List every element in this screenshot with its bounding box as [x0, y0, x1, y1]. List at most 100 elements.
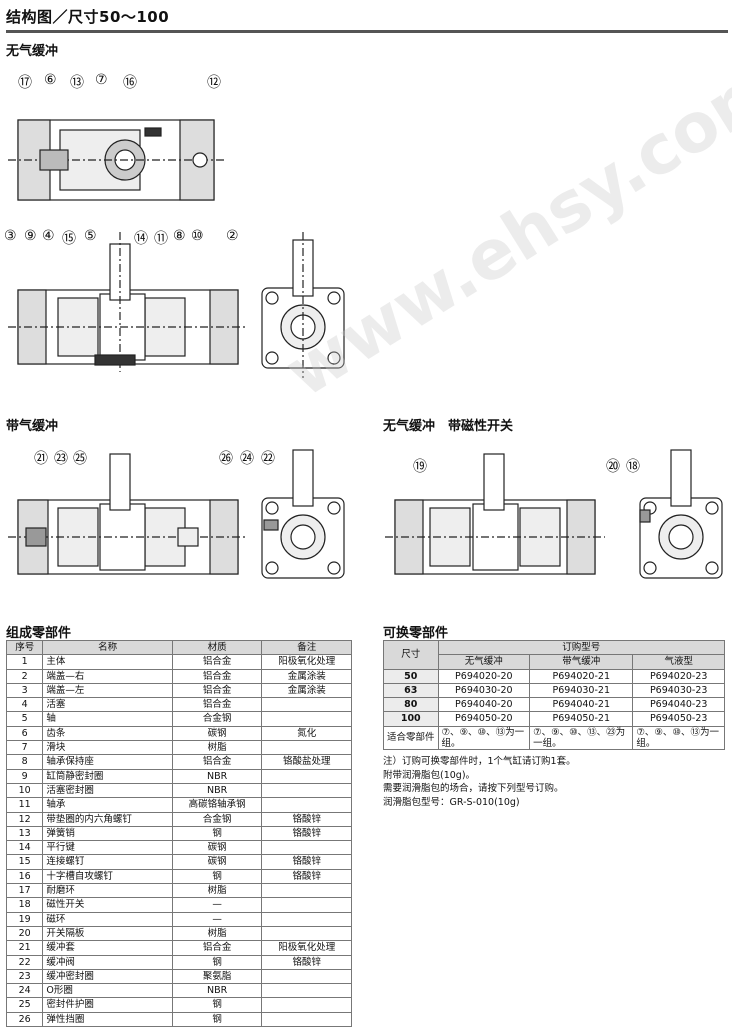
parts-cell: 磁性开关	[42, 897, 173, 913]
parts-header-3: 备注	[261, 639, 352, 656]
parts-cell: 12	[5, 811, 44, 827]
callout-top-4: ⑯	[123, 75, 137, 91]
replace-col-header-2: 气液型	[632, 654, 725, 670]
parts-cell: 滑块	[42, 740, 173, 756]
callout-top-3: ⑦	[95, 72, 108, 88]
callout-mid-2: ④	[42, 228, 55, 244]
callout-top-5: ⑫	[207, 75, 221, 91]
replace-size-header: 尺寸	[383, 640, 439, 670]
parts-cell: 带垫圈的内六角螺钉	[42, 811, 173, 827]
replace-cell: 100	[383, 711, 439, 727]
parts-cell: 钢	[171, 954, 263, 970]
callout-mid-7: ⑧	[173, 228, 186, 244]
callout-cushA-2: ㉕	[73, 451, 87, 467]
parts-cell: 金属涂装	[261, 682, 352, 699]
callout-cushB-1: ㉔	[240, 451, 254, 467]
parts-cell: 23	[5, 968, 44, 985]
parts-cell: 19	[5, 911, 44, 927]
structure-drawings	[8, 119, 723, 579]
callout-mid-5: ⑭	[134, 231, 148, 247]
parts-cell: 1	[5, 654, 44, 670]
parts-cell: 铝合金	[171, 682, 263, 699]
cushion-section-drawing	[8, 453, 248, 575]
parts-cell: 铝合金	[171, 697, 263, 713]
parts-cell: 主体	[42, 654, 173, 670]
parts-cell: 16	[5, 868, 44, 885]
cushion-end-view-drawing	[261, 449, 345, 579]
parts-cell: 3	[5, 682, 44, 699]
callout-mid-6: ⑪	[154, 231, 168, 247]
title-divider	[6, 30, 728, 33]
parts-cell	[261, 740, 352, 756]
callout-mid-4: ⑤	[84, 228, 97, 244]
parts-cell	[261, 797, 352, 813]
parts-header-0: 序号	[5, 639, 44, 656]
parts-cell: 铬酸锌	[261, 825, 352, 842]
replace-cell: P694040-23	[632, 697, 725, 713]
parts-cell: 铬酸锌	[261, 854, 352, 870]
view-label-magnetic: 无气缓冲 带磁性开关	[383, 419, 514, 434]
callout-mid-0: ③	[4, 228, 17, 244]
parts-cell: 连接螺钉	[42, 854, 173, 870]
parts-cell: 25	[5, 997, 44, 1013]
replace-cell: P694020-21	[529, 668, 634, 684]
parts-cell: 铬酸锌	[261, 868, 352, 885]
parts-cell: 4	[5, 697, 44, 713]
parts-cell	[261, 983, 352, 999]
parts-cell: 21	[5, 940, 44, 956]
parts-cell: 高碳铬轴承钢	[171, 797, 263, 813]
parts-cell: 铬酸锌	[261, 811, 352, 827]
parts-cell	[261, 911, 352, 927]
view-label-no-cushion: 无气缓冲	[6, 44, 59, 59]
parts-cell: 轴承保持座	[42, 754, 173, 770]
mid-end-view-drawing	[261, 232, 345, 378]
note-line: 附带润滑脂包(10g)。	[383, 769, 476, 781]
callout-top-0: ⑰	[18, 75, 32, 91]
parts-cell: 平行键	[42, 840, 173, 856]
callout-cushA-1: ㉓	[54, 451, 68, 467]
parts-cell: 碳钢	[171, 725, 263, 742]
parts-cell: 活塞	[42, 697, 173, 713]
parts-cell: 开关隔板	[42, 925, 173, 942]
parts-cell: 铬酸盐处理	[261, 754, 352, 770]
replace-parts-cell: ⑦、⑨、⑩、⑬为一组。	[437, 725, 531, 750]
replace-cell: P694050-23	[632, 711, 725, 727]
parts-cell: 磁环	[42, 911, 173, 927]
parts-cell: 聚氨脂	[171, 968, 263, 985]
parts-cell: 齿条	[42, 725, 173, 742]
parts-cell: 铝合金	[171, 940, 263, 956]
parts-cell: 钢	[171, 825, 263, 842]
parts-cell: 碳钢	[171, 854, 263, 870]
parts-cell: 端盖—右	[42, 668, 173, 684]
parts-cell	[261, 925, 352, 942]
replace-parts-cell: ⑦、⑨、⑩、⑬为一组。	[632, 725, 725, 750]
parts-cell: 11	[5, 797, 44, 813]
parts-cell: 铬酸锌	[261, 954, 352, 970]
magnetic-end-view-drawing	[639, 449, 723, 579]
callout-top-1: ⑥	[44, 72, 57, 88]
replace-cell: P694030-20	[437, 682, 531, 699]
parts-cell: 13	[5, 825, 44, 842]
parts-cell: 7	[5, 740, 44, 756]
parts-cell: 耐磨环	[42, 883, 173, 899]
parts-cell	[261, 697, 352, 713]
parts-cell: —	[171, 911, 263, 927]
parts-cell: 铝合金	[171, 654, 263, 670]
replace-col-header-0: 无气缓冲	[437, 654, 531, 670]
replace-cell: P694030-21	[529, 682, 634, 699]
